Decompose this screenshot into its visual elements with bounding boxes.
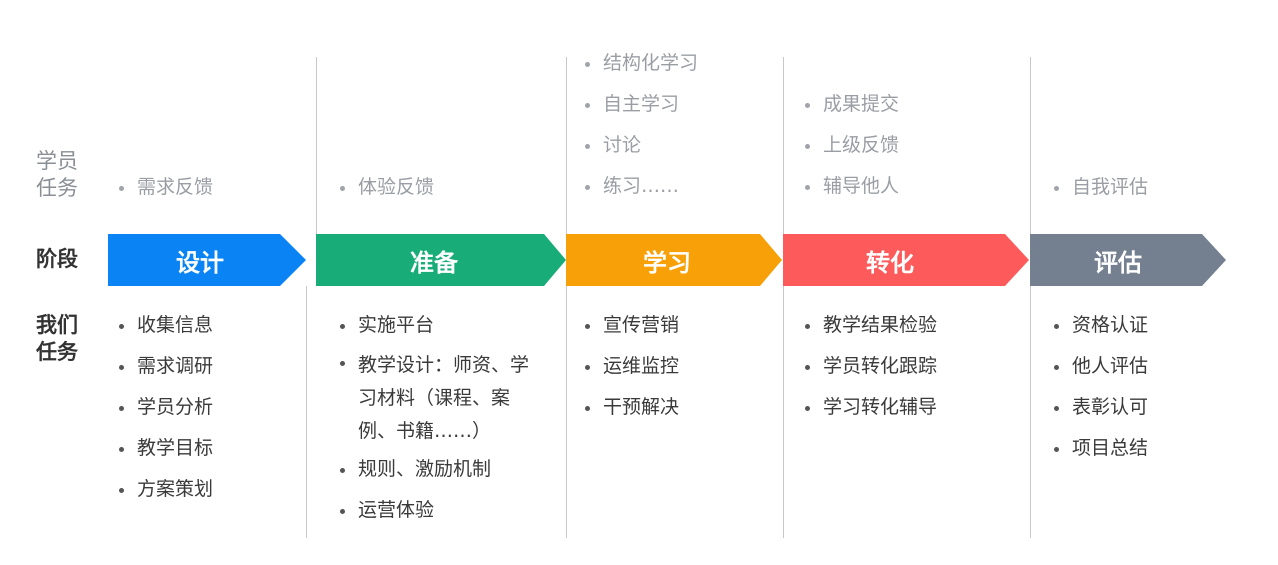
student-tasks-design: 需求反馈 — [117, 174, 213, 215]
list-item: 教学目标 — [117, 435, 213, 462]
row-label-our-line1: 我们 — [36, 313, 78, 337]
list-item: 学员分析 — [117, 394, 213, 421]
list-item: 自主学习 — [583, 91, 698, 118]
stage-arrow-evaluate: 评估 — [1030, 234, 1226, 286]
row-label-stage: 阶段 — [36, 247, 78, 271]
stage-arrow-transform: 转化 — [783, 234, 1029, 286]
stage-label-prepare: 准备 — [410, 248, 458, 277]
our-tasks-learn: 宣传营销 运维监控 干预解决 — [583, 312, 679, 435]
list-item: 教学结果检验 — [803, 312, 937, 339]
row-label-student-tasks: 学员 任务 — [36, 148, 78, 202]
list-item: 成果提交 — [803, 91, 899, 118]
list-item: 表彰认可 — [1052, 394, 1148, 421]
list-item: 教学设计：师资、学习材料（课程、案例、书籍……） — [338, 349, 538, 448]
arrow-shape-icon — [108, 234, 306, 286]
list-item: 讨论 — [583, 132, 698, 159]
list-item: 上级反馈 — [803, 132, 899, 159]
stage-label-design: 设计 — [176, 248, 224, 277]
stage-label-transform: 转化 — [866, 248, 914, 277]
arrow-shape-icon — [316, 234, 566, 286]
arrow-shape-icon — [566, 234, 782, 286]
stage-arrow-learn: 学习 — [566, 234, 782, 286]
list-item: 项目总结 — [1052, 435, 1148, 462]
list-item: 练习…… — [583, 173, 698, 200]
our-tasks-transform: 教学结果检验 学员转化跟踪 学习转化辅导 — [803, 312, 937, 435]
row-label-student-line1: 学员 — [36, 149, 78, 173]
list-item: 干预解决 — [583, 394, 679, 421]
list-item: 自我评估 — [1052, 174, 1148, 201]
list-item: 方案策划 — [117, 476, 213, 503]
stage-arrow-prepare: 准备 — [316, 234, 566, 286]
row-label-our-tasks: 我们 任务 — [36, 312, 78, 366]
student-tasks-transform: 成果提交 上级反馈 辅导他人 — [803, 91, 899, 214]
list-item: 学员转化跟踪 — [803, 353, 937, 380]
list-item: 运营体验 — [338, 497, 538, 524]
list-item: 资格认证 — [1052, 312, 1148, 339]
list-item: 实施平台 — [338, 312, 538, 339]
divider-prepare-learn — [566, 57, 567, 538]
arrow-shape-icon — [783, 234, 1029, 286]
divider-prepare-top — [316, 57, 317, 234]
list-item: 结构化学习 — [583, 50, 698, 77]
list-item: 收集信息 — [117, 312, 213, 339]
list-item: 规则、激励机制 — [338, 456, 538, 483]
row-label-student-line2: 任务 — [36, 176, 78, 200]
list-item: 辅导他人 — [803, 173, 899, 200]
stage-label-learn: 学习 — [643, 248, 691, 277]
list-item: 学习转化辅导 — [803, 394, 937, 421]
stage-arrow-design: 设计 — [108, 234, 306, 286]
divider-transform-evaluate — [1030, 57, 1031, 538]
our-tasks-evaluate: 资格认证 他人评估 表彰认可 项目总结 — [1052, 312, 1148, 476]
list-item: 需求反馈 — [117, 174, 213, 201]
divider-design-prepare — [306, 286, 307, 538]
list-item: 他人评估 — [1052, 353, 1148, 380]
list-item: 体验反馈 — [338, 174, 434, 201]
stage-label-evaluate: 评估 — [1094, 248, 1142, 277]
our-tasks-design: 收集信息 需求调研 学员分析 教学目标 方案策划 — [117, 312, 213, 517]
list-item: 运维监控 — [583, 353, 679, 380]
divider-learn-transform — [783, 57, 784, 538]
list-item: 宣传营销 — [583, 312, 679, 339]
row-label-our-line2: 任务 — [36, 340, 78, 364]
student-tasks-learn: 结构化学习 自主学习 讨论 练习…… — [583, 50, 698, 214]
student-tasks-evaluate: 自我评估 — [1052, 174, 1148, 215]
arrow-shape-icon — [1030, 234, 1226, 286]
list-item: 需求调研 — [117, 353, 213, 380]
our-tasks-prepare: 实施平台 教学设计：师资、学习材料（课程、案例、书籍……） 规则、激励机制 运营… — [338, 312, 538, 538]
student-tasks-prepare: 体验反馈 — [338, 174, 434, 215]
